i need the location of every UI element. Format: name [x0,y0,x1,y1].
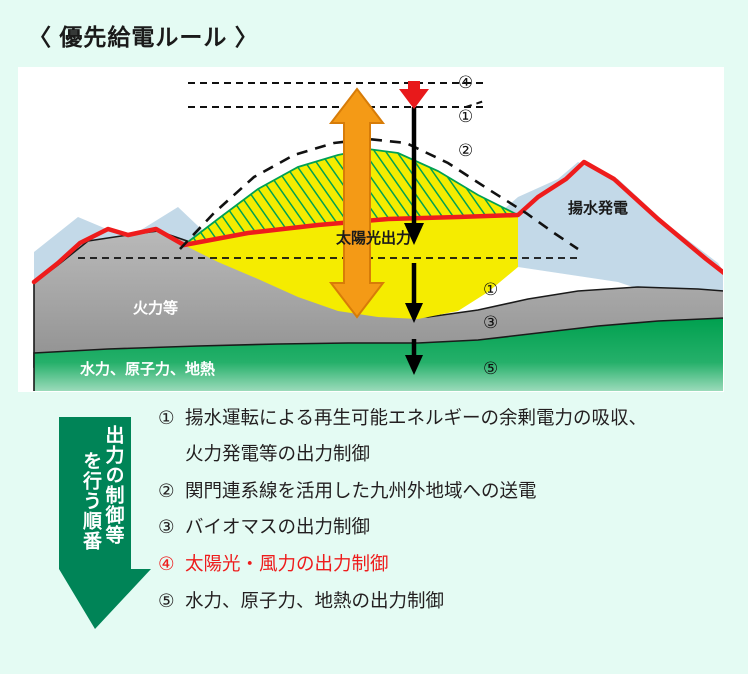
pumped-storage-area [34,162,724,317]
marker-2-upper: ② [458,141,474,160]
list-item-text: 揚水運転による再生可能エネルギーの余剰電力の吸収、 [185,407,647,428]
diagram-canvas [18,67,724,392]
list-item-number: ④ [158,553,175,575]
baseload-area [33,317,724,392]
thermal-label: 火力等 [133,300,179,317]
marker-1-upper: ① [458,107,474,126]
curtailment-red-arrow [399,81,429,109]
list-item: ② 関門連系線を活用した九州外地域への送電 [158,478,738,505]
list-item-number: ③ [158,516,175,538]
list-item: ① 揚水運転による再生可能エネルギーの余剰電力の吸収、 [158,405,738,432]
priority-rules-list: ① 揚水運転による再生可能エネルギーの余剰電力の吸収、 火力発電等の出力制御 ②… [158,405,738,624]
list-item-number: ① [158,407,175,428]
marker-5-bottom: ⑤ [483,359,499,378]
legend-block: 出力の制御等 を行う順番 ① 揚水運転による再生可能エネルギーの余剰電力の吸収、… [0,405,748,655]
marker-1-mid: ① [483,280,499,299]
list-item-text: 水力、原子力、地熱の出力制御 [185,590,445,612]
solar-output-span-arrow [328,87,386,319]
page-title: 〈 優先給電ルール 〉 [28,24,259,50]
list-item-text: 関門連系線を活用した九州外地域への送電 [185,479,537,501]
pumped-storage-label: 揚水発電 [568,200,629,217]
list-item-number: ⑤ [158,590,175,612]
list-item-number: ② [158,479,175,501]
list-item: ⑤ 水力、原子力、地熱の出力制御 [158,588,738,615]
list-item-text: 太陽光・風力の出力制御 [185,553,389,575]
control-order-arrow-shape [59,417,151,629]
list-item-continuation: 火力発電等の出力制御 [185,442,371,464]
demand-curve [31,159,724,285]
marker-4: ④ [458,73,474,92]
potential-output-envelope [179,137,579,251]
solar-output-label: 太陽光出力 [336,230,412,247]
list-item-text: バイオマスの出力制御 [185,516,371,538]
marker-leader-lines [465,100,485,108]
supply-demand-diagram: 太陽光出力 揚水発電 火力等 水力、原子力、地熱 ④ ① ② ① ③ ⑤ [18,67,724,392]
baseload-label: 水力、原子力、地熱 [80,361,216,378]
list-item-highlighted: ④ 太陽光・風力の出力制御 [158,551,738,578]
marker-3-mid: ③ [483,313,499,332]
control-order-arrow [47,417,155,637]
list-item: ③ バイオマスの出力制御 [158,514,738,541]
reference-lines [78,82,578,259]
output-control-arrow [404,107,424,375]
